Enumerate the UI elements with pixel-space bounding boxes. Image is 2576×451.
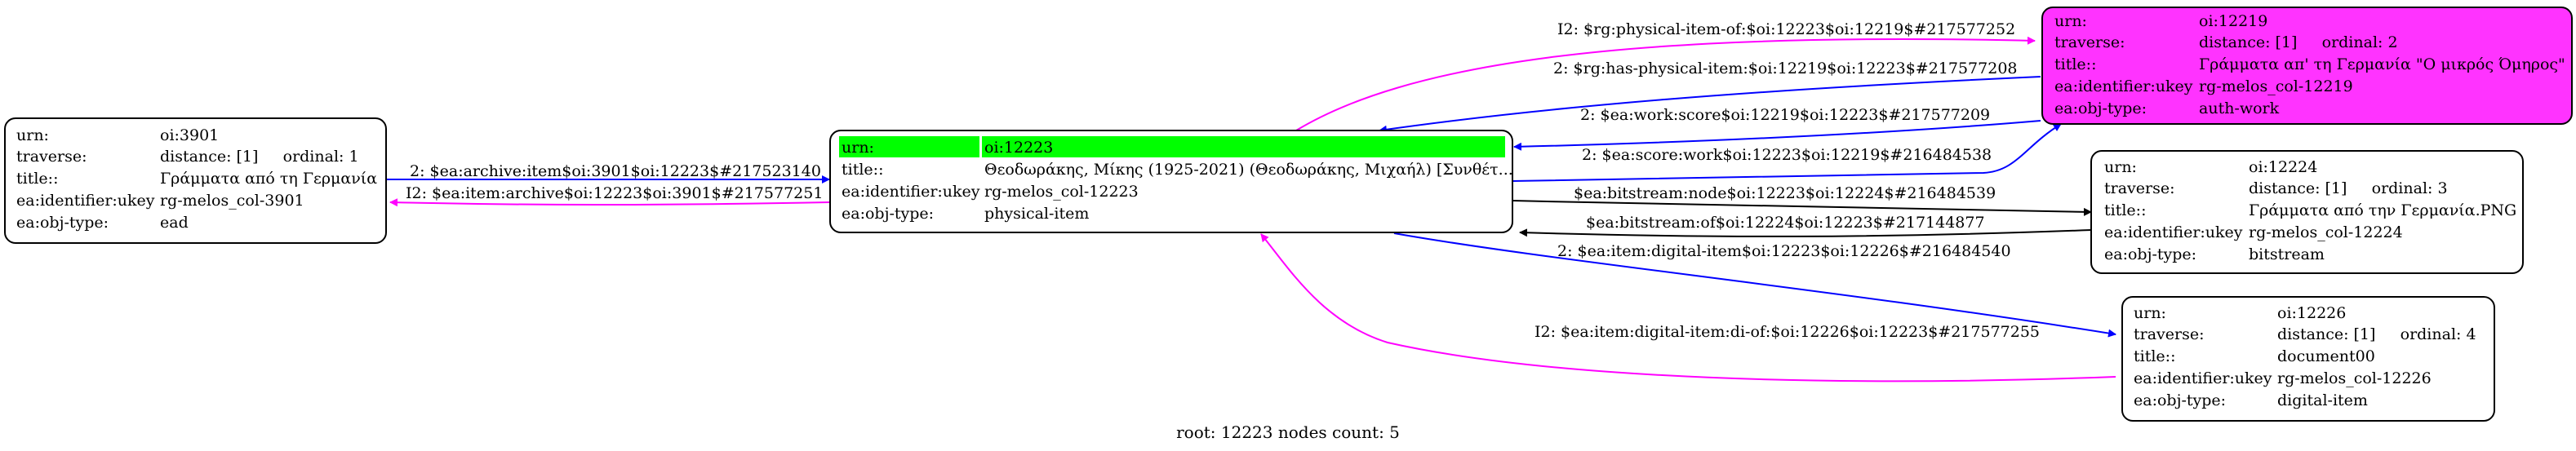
row-key-title: title::	[2054, 55, 2096, 73]
row-key-traverse: traverse:	[16, 148, 87, 166]
row-value-urn: oi:12219	[2199, 12, 2267, 30]
node-oi-12219[interactable]: urn: oi:12219 traverse: distance: [1] or…	[2041, 7, 2573, 125]
row-value-obj-type: ead	[160, 214, 189, 232]
row-key-traverse: traverse:	[2134, 325, 2205, 343]
node-box	[2121, 296, 2495, 422]
node-oi-12224[interactable]: urn: oi:12224 traverse: distance: [1] or…	[2090, 150, 2524, 274]
row-key-identifier: ea:identifier:ukey	[2134, 369, 2272, 387]
row-value-urn: oi:12223	[984, 139, 1053, 157]
row-value-traverse: distance: [1] ordinal: 3	[2249, 179, 2448, 197]
row-value-traverse: distance: [1] ordinal: 4	[2277, 325, 2476, 343]
edge-archive-item[interactable]: 2: $ea:archive:item$oi:3901$oi:12223$#21…	[387, 162, 830, 183]
row-key-obj-type: ea:obj-type:	[2134, 391, 2226, 409]
row-key-obj-type: ea:obj-type:	[2104, 245, 2196, 263]
edge-label-has-physical-item: 2: $rg:has-physical-item:$oi:12219$oi:12…	[1553, 60, 2018, 77]
row-value-identifier: rg-melos_col-12224	[2249, 223, 2403, 241]
row-value-identifier: rg-melos_col-12219	[2199, 77, 2353, 95]
edge-label-score-work: 2: $ea:score:work$oi:12223$oi:12219$#216…	[1582, 146, 1992, 164]
node-box	[4, 117, 387, 244]
row-key-urn: urn:	[16, 126, 49, 144]
edge-label-item-digital-item: 2: $ea:item:digital-item$oi:12223$oi:122…	[1557, 242, 2011, 260]
row-value-title: Γράμματα από την Γερμανία.PNG	[2249, 201, 2516, 219]
edge-bitstream-of[interactable]: $ea:bitstream:of$oi:12224$oi:12223$#2171…	[1519, 214, 2092, 237]
node-box	[2041, 7, 2573, 125]
edge-label-digital-item-di-of: I2: $ea:item:digital-item:di-of:$oi:1222…	[1534, 323, 2040, 341]
edge-item-digital-item[interactable]: 2: $ea:item:digital-item$oi:12223$oi:122…	[1393, 232, 2116, 338]
row-value-obj-type: digital-item	[2277, 391, 2368, 409]
row-key-traverse: traverse:	[2054, 33, 2125, 51]
row-value-traverse: distance: [1] ordinal: 1	[160, 148, 359, 166]
row-key-identifier: ea:identifier:ukey	[2104, 223, 2243, 241]
node-oi-12223-root[interactable]: urn: oi:12223 title:: Θεοδωράκης, Μίκης …	[829, 130, 1513, 233]
edge-item-archive[interactable]: I2: $ea:item:archive$oi:12223$oi:3901$#2…	[389, 184, 830, 207]
row-value-title: Γράμματα από τη Γερμανία	[160, 170, 377, 188]
node-oi-12226[interactable]: urn: oi:12226 traverse: distance: [1] or…	[2121, 296, 2495, 422]
edge-has-physical-item[interactable]: 2: $rg:has-physical-item:$oi:12219$oi:12…	[1379, 60, 2041, 134]
row-value-identifier: rg-melos_col-3901	[160, 192, 304, 210]
edges-layer: I2: $rg:physical-item-of:$oi:12223$oi:12…	[387, 20, 2116, 382]
row-key-identifier: ea:identifier:ukey	[16, 192, 155, 210]
edge-bitstream-node[interactable]: $ea:bitstream:node$oi:12223$oi:12224$#21…	[1512, 184, 2092, 216]
row-key-traverse: traverse:	[2104, 179, 2175, 197]
edge-label-bitstream-of: $ea:bitstream:of$oi:12224$oi:12223$#2171…	[1586, 214, 1985, 232]
row-value-identifier: rg-melos_col-12223	[984, 183, 1139, 201]
row-value-title: Θεοδωράκης, Μίκης (1925-2021) (Θεοδωράκη…	[984, 161, 1513, 179]
row-key-urn: urn:	[842, 139, 874, 157]
row-key-urn: urn:	[2054, 12, 2087, 30]
edge-label-work-score: 2: $ea:work:score$oi:12219$oi:12223$#217…	[1580, 106, 1990, 124]
node-oi-3901[interactable]: urn: oi:3901 traverse: distance: [1] ord…	[4, 117, 387, 244]
edge-score-work[interactable]: 2: $ea:score:work$oi:12223$oi:12219$#216…	[1512, 123, 2062, 182]
row-value-title: document00	[2277, 347, 2375, 365]
edge-label-item-archive: I2: $ea:item:archive$oi:12223$oi:3901$#2…	[406, 184, 823, 202]
row-value-obj-type: bitstream	[2249, 245, 2325, 263]
row-key-title: title::	[842, 161, 883, 179]
row-value-obj-type: auth-work	[2199, 99, 2280, 117]
row-key-title: title::	[2134, 347, 2175, 365]
row-key-title: title::	[2104, 201, 2146, 219]
row-value-traverse: distance: [1] ordinal: 2	[2199, 33, 2398, 51]
row-value-urn: oi:12224	[2249, 158, 2317, 176]
edge-digital-item-di-of[interactable]: I2: $ea:item:digital-item:di-of:$oi:1222…	[1260, 233, 2116, 382]
root-value-highlight	[982, 136, 1505, 157]
edge-label-archive-item: 2: $ea:archive:item$oi:3901$oi:12223$#21…	[410, 162, 821, 180]
row-value-urn: oi:3901	[160, 126, 219, 144]
row-key-obj-type: ea:obj-type:	[2054, 99, 2147, 117]
root-key-highlight	[839, 136, 979, 157]
node-box	[2090, 150, 2524, 274]
row-key-urn: urn:	[2104, 158, 2137, 176]
row-key-urn: urn:	[2134, 304, 2166, 322]
row-key-obj-type: ea:obj-type:	[16, 214, 109, 232]
edge-label-physical-item-of: I2: $rg:physical-item-of:$oi:12223$oi:12…	[1557, 20, 2015, 38]
row-value-title: Γράμματα απ' τη Γερμανία "Ο μικρός Όμηρο…	[2199, 55, 2565, 73]
row-value-urn: oi:12226	[2277, 304, 2346, 322]
row-value-identifier: rg-melos_col-12226	[2277, 369, 2432, 387]
row-key-obj-type: ea:obj-type:	[842, 205, 934, 223]
edge-work-score[interactable]: 2: $ea:work:score$oi:12219$oi:12223$#217…	[1513, 106, 2041, 151]
row-key-title: title::	[16, 170, 58, 188]
row-value-obj-type: physical-item	[984, 205, 1089, 223]
row-key-identifier: ea:identifier:ukey	[2054, 77, 2193, 95]
row-key-identifier: ea:identifier:ukey	[842, 183, 980, 201]
edge-physical-item-of[interactable]: I2: $rg:physical-item-of:$oi:12223$oi:12…	[1295, 20, 2036, 131]
graph-caption: root: 12223 nodes count: 5	[1176, 422, 1400, 442]
edge-label-bitstream-node: $ea:bitstream:node$oi:12223$oi:12224$#21…	[1574, 184, 1996, 202]
